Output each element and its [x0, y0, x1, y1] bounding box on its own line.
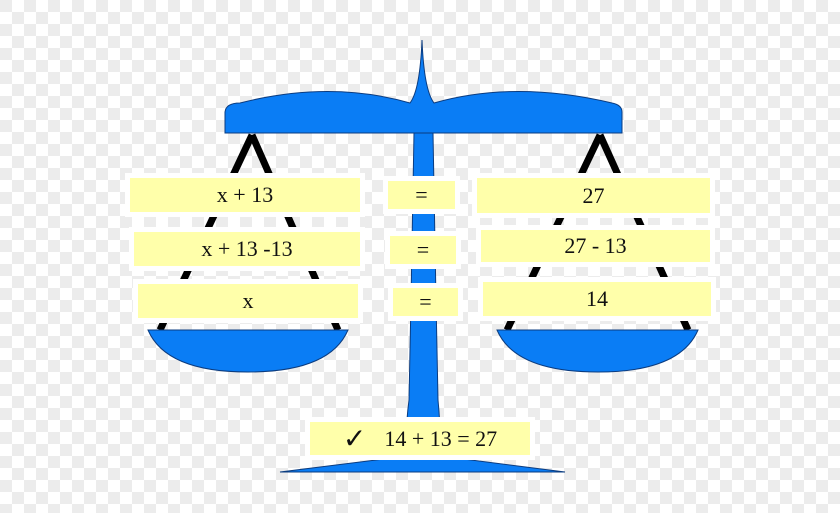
equals-text: = [415, 182, 428, 207]
right-expression-text: 14 [586, 286, 608, 311]
beam [224, 39, 623, 134]
left-expression-text: x + 13 [216, 182, 274, 207]
equals-sign-3: = [393, 288, 458, 316]
left-expression-1: x + 13 [130, 178, 360, 212]
right-pan [496, 329, 699, 373]
left-expression-3: x [138, 284, 358, 318]
right-expression-1: 27 [477, 178, 710, 213]
right-expression-text: 27 - 13 [564, 233, 627, 258]
left-expression-text: x [242, 288, 254, 313]
check-mark-icon: ✓ [342, 422, 367, 455]
check-box: ✓ 14 + 13 = 27 [310, 422, 530, 455]
equals-text: = [416, 237, 430, 262]
check-text: 14 + 13 = 27 [384, 425, 498, 451]
equals-sign-1: = [388, 181, 455, 209]
equals-sign-2: = [390, 236, 456, 264]
left-expression-text: x + 13 -13 [201, 236, 293, 261]
right-expression-text: 27 [582, 182, 605, 208]
right-expression-3: 14 [483, 282, 711, 316]
left-expression-2: x + 13 -13 [134, 232, 360, 266]
right-expression-2: 27 - 13 [481, 230, 710, 262]
equals-text: = [419, 289, 432, 314]
left-pan [147, 329, 349, 373]
